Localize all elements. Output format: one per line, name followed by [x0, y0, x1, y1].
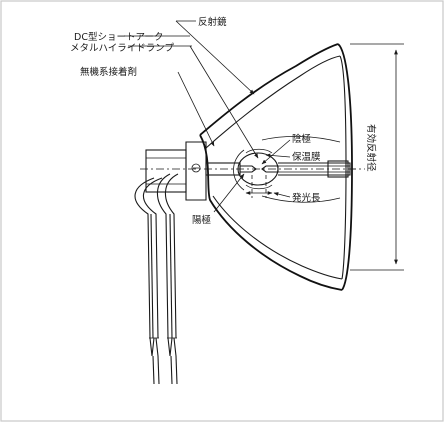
effective-diameter-dimension: [350, 43, 404, 271]
power-cable-left: [134, 177, 163, 339]
label-protective-glass: 保温膜: [292, 151, 321, 163]
label-arc-length: 発光長: [292, 192, 321, 204]
label-cathode: 陽極: [192, 214, 212, 226]
label-lamp-type-line2: メタルハイライドランプ: [70, 43, 175, 54]
label-lamp-type-line1: DC型ショートアーク: [74, 32, 163, 43]
label-reflector: 反射鏡: [198, 16, 227, 28]
label-inorganic-adhesive: 無機系接着剤: [80, 66, 137, 78]
label-anode: 陰極: [292, 133, 312, 145]
power-cable-right: [156, 173, 179, 339]
reflector: [199, 43, 353, 291]
lamp-base: [145, 141, 207, 201]
terminal-pins: [149, 337, 178, 385]
label-effective-diameter: 有効反射径: [365, 124, 377, 172]
arc-length-dimension: [245, 175, 273, 198]
leader-lines: [124, 20, 291, 213]
